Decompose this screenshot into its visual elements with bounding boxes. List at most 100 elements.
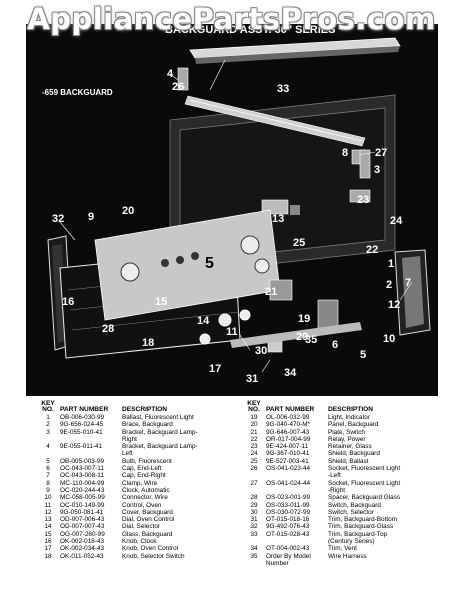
part-description: Cap, End-Left bbox=[122, 465, 162, 473]
part-description: Switch, Backguard bbox=[328, 501, 381, 509]
key-number: 14 bbox=[44, 523, 52, 531]
part-number: Order By Model Number bbox=[266, 552, 311, 567]
watermark-logo: AppliancePartsPros.com bbox=[27, 2, 436, 36]
top-trim-bar bbox=[189, 37, 401, 64]
part-description: Shield, Backguard bbox=[328, 450, 380, 458]
svg-text:5: 5 bbox=[205, 255, 214, 272]
callout-1: 1 bbox=[388, 258, 394, 270]
part-number: OC-043-008-11 bbox=[60, 472, 104, 480]
key-number: 21 bbox=[250, 428, 258, 436]
exploded-diagram: 5 BACKGUARD ASSY. 30" SERIES -659 BACKGU… bbox=[26, 24, 438, 396]
key-number: 18 bbox=[44, 552, 52, 560]
part-number: OT-015-028-43 bbox=[266, 530, 310, 538]
part-description: Trim, Backguard-Top (Century Series) bbox=[328, 530, 388, 546]
control-knobs bbox=[199, 309, 251, 345]
part-number: OC-010-149-99 bbox=[60, 501, 105, 509]
callout-14: 14 bbox=[197, 315, 210, 327]
part-description: Clamp, Wire bbox=[122, 479, 158, 487]
fluorescent-tube bbox=[184, 95, 366, 147]
control-panel: 5 bbox=[94, 209, 281, 321]
key-number: 26 bbox=[250, 465, 258, 473]
header-part: PART NUMBER bbox=[266, 406, 315, 414]
part-number: 9E-527-003-41 bbox=[266, 457, 309, 465]
callout-27: 27 bbox=[375, 147, 387, 159]
callout-15: 15 bbox=[155, 296, 167, 308]
right-end-cap bbox=[394, 249, 431, 336]
callout-25: 25 bbox=[293, 237, 305, 249]
callout-16: 16 bbox=[62, 296, 74, 308]
key-number: 28 bbox=[250, 494, 258, 502]
part-number: OK-002-034-43 bbox=[60, 545, 105, 553]
table-row: 11 OC-010-149-99 Control, Oven bbox=[38, 502, 248, 509]
key-number: 25 bbox=[250, 457, 258, 465]
part-number: 9G-367-010-41 bbox=[266, 450, 310, 458]
key-number: 6 bbox=[46, 465, 50, 473]
header-desc: DESCRIPTION bbox=[328, 406, 374, 414]
part-description: Plate, Switch bbox=[328, 428, 365, 436]
part-number: OS-030-072-99 bbox=[266, 508, 311, 516]
part-description: Control, Oven bbox=[122, 501, 162, 509]
part-number: OC-020-244-43 bbox=[60, 486, 105, 494]
part-number: OS-033-011-99 bbox=[266, 501, 310, 509]
bottom-trim bbox=[230, 322, 362, 348]
key-number: 34 bbox=[250, 545, 258, 553]
part-description: Socket, Fluorescent Light -Left bbox=[328, 465, 401, 480]
key-number: 12 bbox=[44, 508, 52, 516]
leader-lines bbox=[59, 59, 413, 373]
part-description: Connector, Wire bbox=[122, 494, 168, 502]
key-number: 20 bbox=[250, 421, 258, 429]
callout-10: 10 bbox=[383, 333, 395, 345]
part-number: MC-058-005-99 bbox=[60, 494, 105, 502]
key-number: 11 bbox=[44, 501, 52, 509]
key-number: 27 bbox=[250, 479, 258, 487]
key-number: 8 bbox=[46, 479, 50, 487]
key-number: 3 bbox=[46, 428, 50, 436]
callout-2: 2 bbox=[386, 279, 392, 291]
part-number: OR-017-004-99 bbox=[266, 435, 311, 443]
part-description: Glass, Backguard bbox=[122, 530, 173, 538]
part-description: Trim, Backguard-Bottom bbox=[328, 516, 398, 524]
callout-13: 13 bbox=[272, 213, 284, 225]
key-number: 33 bbox=[250, 530, 258, 538]
part-description: Trim, Vent bbox=[328, 545, 357, 553]
callout-18: 18 bbox=[142, 337, 154, 349]
diagram-title: BACKGUARD ASSY. 30" SERIES bbox=[165, 24, 335, 36]
part-description: Retainer, Glass bbox=[328, 443, 372, 451]
part-number: 9G-050-081-41 bbox=[60, 508, 104, 516]
callout-11: 11 bbox=[226, 326, 238, 338]
header-part: PART NUMBER bbox=[60, 406, 109, 414]
part-description: Dial, Oven Control bbox=[122, 516, 175, 524]
key-number: 2 bbox=[46, 421, 50, 429]
callout-labels: 33 4 26 8 27 3 24 23 32 9 20 13 25 22 1 … bbox=[52, 68, 411, 385]
key-number: 1 bbox=[46, 414, 50, 421]
selector-dial bbox=[254, 258, 270, 274]
callout-21: 21 bbox=[265, 286, 277, 298]
key-number: 13 bbox=[44, 516, 52, 524]
part-description: Bulb, Fluorescent bbox=[122, 457, 172, 465]
part-description: Clock, Automatic bbox=[122, 486, 170, 494]
callout-7: 7 bbox=[405, 277, 411, 289]
callout-23: 23 bbox=[357, 194, 369, 206]
part-number: OD-007-007-43 bbox=[60, 523, 105, 531]
diagram-subtitle: -659 BACKGUARD bbox=[42, 88, 113, 97]
callout-12: 12 bbox=[388, 299, 400, 311]
key-number: 17 bbox=[44, 545, 52, 553]
part-description: Light, Indicator bbox=[328, 414, 370, 421]
